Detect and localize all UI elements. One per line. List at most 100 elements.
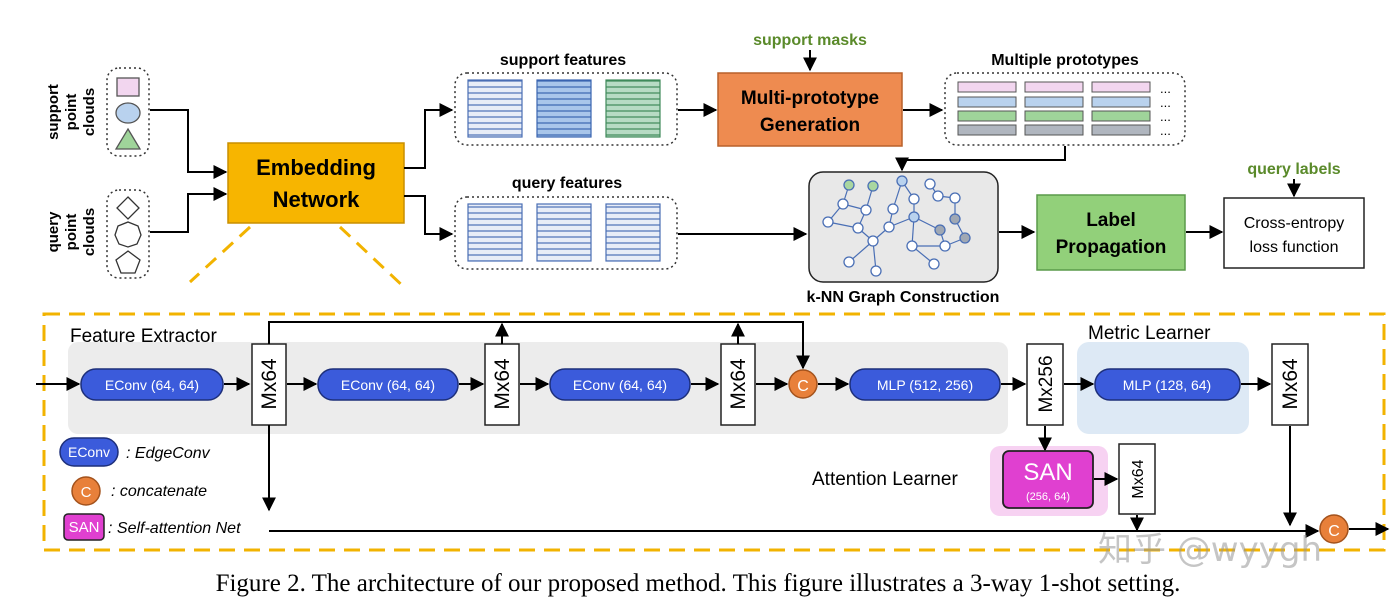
legend-econv-chip-label: EConv bbox=[68, 444, 110, 460]
query-label-word: query bbox=[45, 211, 62, 253]
ellipsis-3: ... bbox=[1160, 109, 1171, 124]
san-block bbox=[1002, 450, 1094, 509]
support-label-word: support bbox=[45, 84, 62, 140]
econv-block-1-label: EConv (64, 64) bbox=[105, 377, 199, 393]
graph-nodes bbox=[822, 175, 971, 277]
network-label: Network bbox=[273, 187, 361, 212]
metric-learner-label: Metric Learner bbox=[1088, 323, 1211, 344]
mx64-block-d bbox=[1271, 343, 1309, 426]
prototype-bars bbox=[957, 81, 1151, 136]
multi-prototype-box bbox=[717, 72, 903, 147]
support-point-clouds-label: support point clouds bbox=[45, 84, 98, 140]
zoom-line-left bbox=[188, 225, 252, 284]
embedding-to-query-features-arrow bbox=[404, 195, 454, 241]
econv-block-3 bbox=[549, 368, 691, 401]
embedding-detail-frame bbox=[42, 312, 1386, 552]
query-labels-label: query labels bbox=[1247, 161, 1340, 178]
query-features-title: query features bbox=[512, 175, 622, 192]
ellipsis-4: ... bbox=[1160, 123, 1171, 138]
loss-function-label: loss function bbox=[1250, 239, 1339, 256]
legend-concat-text: : concatenate bbox=[111, 483, 207, 500]
mx256-block bbox=[1026, 343, 1064, 426]
econv-block-3-label: EConv (64, 64) bbox=[573, 377, 667, 393]
cross-entropy-label: Cross-entropy bbox=[1244, 215, 1344, 232]
triangle-shape-icon bbox=[114, 127, 142, 150]
san-dims-label: (256, 64) bbox=[1026, 491, 1070, 503]
san-block-label: SAN bbox=[1023, 459, 1072, 486]
prototypes-to-graph-arrow bbox=[895, 146, 1066, 172]
query-feature-map-2 bbox=[536, 203, 592, 262]
mx64-san-block-label: Mx64 bbox=[1130, 459, 1147, 498]
figure-caption: Figure 2. The architecture of our propos… bbox=[215, 570, 1181, 597]
legend-san-text: : Self-attention Net bbox=[108, 520, 241, 537]
econv-block-1 bbox=[80, 368, 224, 401]
propagation-word: Propagation bbox=[1056, 237, 1167, 258]
octagon-shape-icon bbox=[114, 221, 142, 248]
mlp-block-1-label: MLP (512, 256) bbox=[877, 377, 973, 393]
support-feature-map-1 bbox=[467, 79, 523, 138]
econv-block-2 bbox=[317, 368, 459, 401]
legend: EConv : EdgeConv C : concatenate SAN : S… bbox=[59, 437, 241, 541]
mx64-block-c bbox=[720, 343, 756, 426]
watermark: 知乎 @wyygh bbox=[1098, 530, 1322, 570]
label-propagation-box bbox=[1036, 194, 1186, 271]
mx64-block-c-label: Mx64 bbox=[727, 358, 750, 410]
pentagon-shape-icon bbox=[115, 250, 141, 274]
query-to-embedding-arrow bbox=[150, 187, 228, 233]
query-point-clouds-label: query point clouds bbox=[45, 208, 98, 256]
mx64-block-a bbox=[251, 343, 287, 426]
diamond-shape-icon bbox=[116, 196, 140, 220]
support-to-embedding-arrow bbox=[150, 109, 228, 179]
support-masks-label: support masks bbox=[753, 32, 867, 49]
legend-concat-chip-label: C bbox=[81, 484, 92, 501]
clouds-label-word-2: clouds bbox=[81, 208, 98, 256]
skip-connection-line bbox=[268, 321, 810, 370]
mx64-san-block bbox=[1118, 443, 1156, 515]
concat-node bbox=[788, 369, 818, 399]
label-word: Label bbox=[1086, 210, 1136, 231]
final-concat-label: C bbox=[1328, 523, 1340, 540]
attention-learner-label: Attention Learner bbox=[812, 469, 958, 490]
legend-concat-chip bbox=[71, 476, 101, 506]
point-label-word: point bbox=[63, 94, 80, 131]
knn-graph-label: k-NN Graph Construction bbox=[807, 289, 1000, 306]
query-feature-map-1 bbox=[467, 203, 523, 262]
feature-extractor-label: Feature Extractor bbox=[70, 326, 217, 347]
concat-node-label: C bbox=[797, 378, 809, 395]
query-feature-map-3 bbox=[605, 203, 661, 262]
legend-econv-chip bbox=[59, 437, 119, 467]
cross-entropy-box bbox=[1223, 197, 1365, 269]
ellipsis-1: ... bbox=[1160, 81, 1171, 96]
knn-graph-box bbox=[808, 171, 999, 283]
square-shape-icon bbox=[116, 77, 140, 97]
final-concat-node bbox=[1319, 514, 1349, 544]
mlp-block-2 bbox=[1094, 368, 1241, 401]
mx64-block-d-label: Mx64 bbox=[1279, 358, 1302, 410]
legend-san-chip bbox=[63, 513, 105, 541]
ellipsis-2: ... bbox=[1160, 95, 1171, 110]
generation-label: Generation bbox=[760, 115, 860, 136]
zoom-line-right bbox=[338, 225, 407, 290]
mlp-block-1 bbox=[849, 368, 1001, 401]
econv-block-2-label: EConv (64, 64) bbox=[341, 377, 435, 393]
point-label-word-2: point bbox=[63, 214, 80, 251]
mx64-block-b-label: Mx64 bbox=[491, 358, 514, 410]
embedding-network-box bbox=[227, 142, 405, 224]
mx64-block-b bbox=[484, 343, 520, 426]
mx64-block-a-label: Mx64 bbox=[258, 358, 281, 410]
embedding-label: Embedding bbox=[256, 155, 376, 180]
legend-econv-text: : EdgeConv bbox=[126, 445, 211, 462]
prototype-ellipses: ... ... ... ... bbox=[1160, 81, 1171, 138]
support-features-title: support features bbox=[500, 52, 626, 69]
multiple-prototypes-title: Multiple prototypes bbox=[991, 52, 1139, 69]
mlp-block-2-label: MLP (128, 64) bbox=[1123, 377, 1211, 393]
clouds-label-word: clouds bbox=[81, 88, 98, 136]
support-feature-map-2 bbox=[536, 79, 592, 138]
legend-san-chip-label: SAN bbox=[69, 519, 100, 536]
embedding-to-support-features-arrow bbox=[404, 103, 454, 169]
ellipse-shape-icon bbox=[115, 102, 141, 124]
support-feature-map-3 bbox=[605, 79, 661, 138]
mx256-block-label: Mx256 bbox=[1036, 355, 1057, 412]
multi-prototype-label: Multi-prototype bbox=[741, 88, 879, 109]
